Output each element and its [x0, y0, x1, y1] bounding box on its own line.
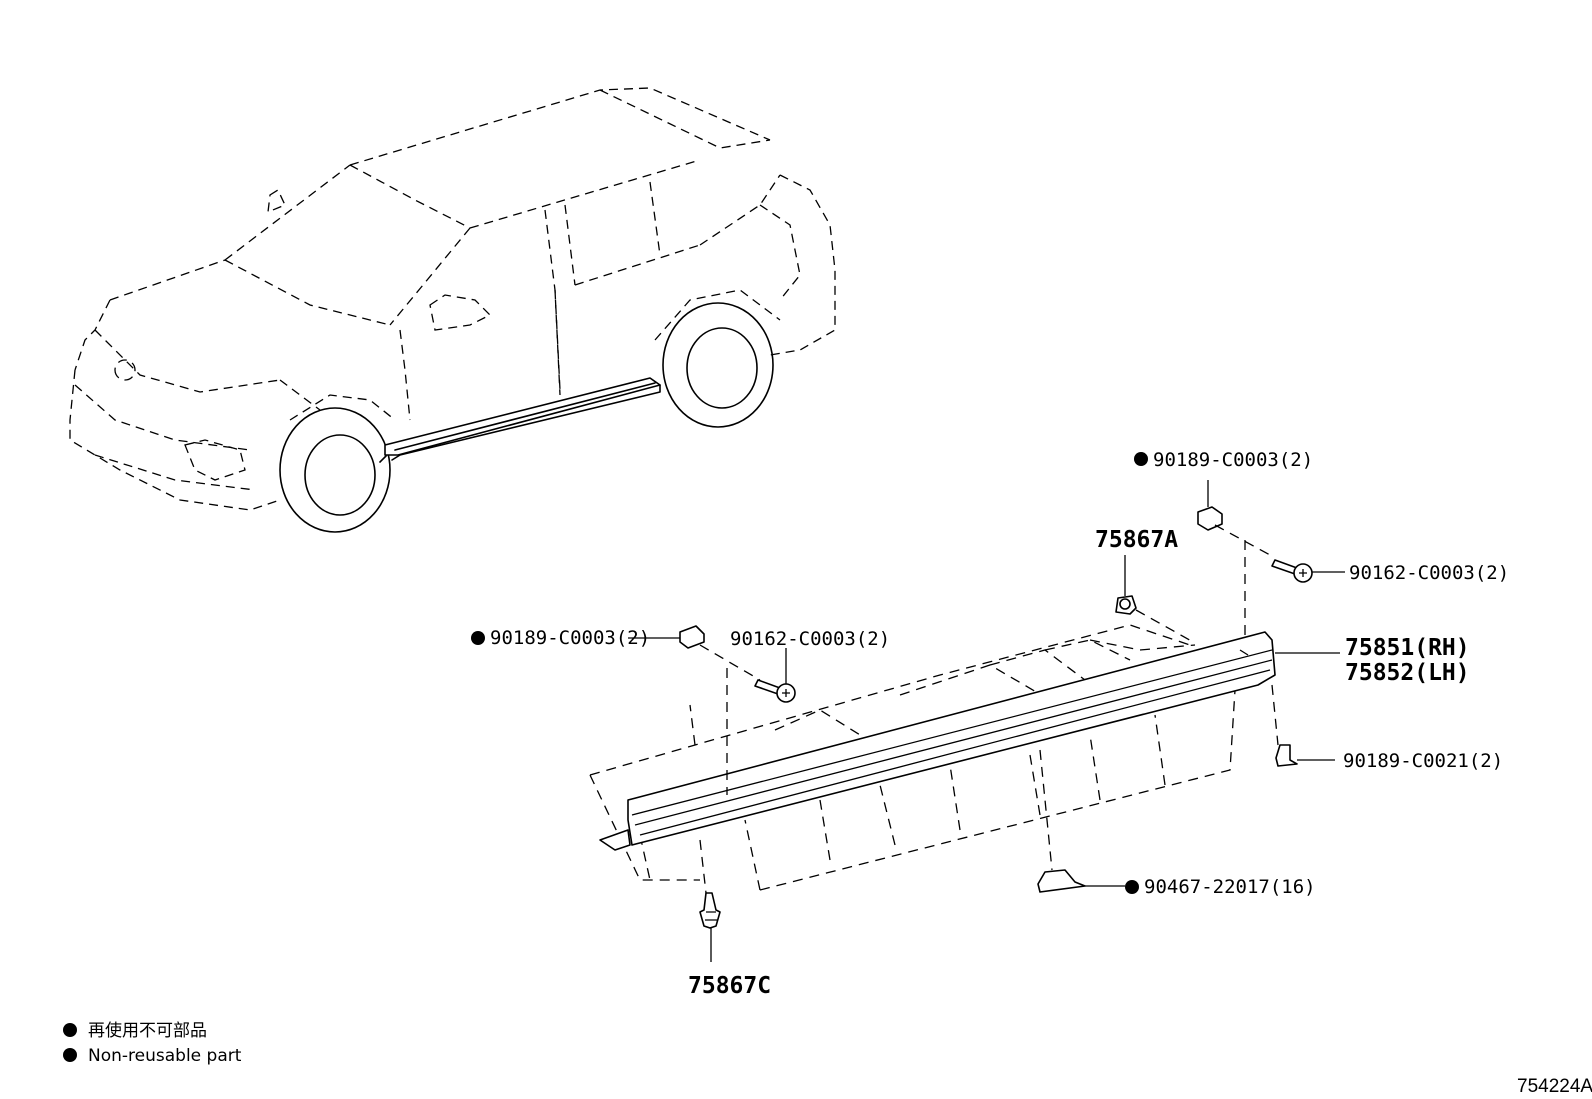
- label-90162-c0003-right: 90162-C0003(2): [1349, 562, 1509, 584]
- label-90162-c0003-left: 90162-C0003(2): [730, 628, 890, 650]
- label-90189-c0003-left: 90189-C0003(2): [490, 627, 650, 649]
- clip-90189-c0021: [1271, 684, 1335, 767]
- clip-90189-c0003-top: [1197, 480, 1271, 640]
- part-75867a-fastener: [1115, 555, 1196, 644]
- side-molding: [589, 624, 1276, 891]
- label-90189-c0003-top: 90189-C0003(2): [1153, 449, 1313, 471]
- non-reusable-marker: [1134, 452, 1148, 466]
- legend-text-en: Non-reusable part: [88, 1046, 242, 1066]
- label-75851-rh: 75851(RH): [1345, 635, 1470, 661]
- screw-90162-c0003-left: [754, 648, 796, 703]
- legend-text-jp: 再使用不可部品: [88, 1020, 207, 1041]
- clip-90189-c0003-left: [628, 625, 761, 795]
- legend-marker-en: [63, 1048, 77, 1062]
- label-90467-22017: 90467-22017(16): [1144, 876, 1316, 898]
- label-90189-c0021: 90189-C0021(2): [1343, 750, 1503, 772]
- part-75867c-fastener: [699, 839, 721, 962]
- vehicle-illustration: [69, 87, 836, 533]
- screw-90162-c0003-right: [1271, 559, 1345, 583]
- diagram-code: 754224A: [1517, 1076, 1592, 1097]
- label-75867a: 75867A: [1095, 527, 1178, 553]
- non-reusable-marker: [471, 631, 485, 645]
- legend: 再使用不可部品 Non-reusable part: [63, 1020, 242, 1066]
- non-reusable-marker: [1125, 880, 1139, 894]
- clip-90467-22017: [1037, 749, 1125, 893]
- label-75852-lh: 75852(LH): [1345, 660, 1470, 686]
- legend-marker-jp: [63, 1023, 77, 1037]
- label-75867c: 75867C: [688, 973, 771, 999]
